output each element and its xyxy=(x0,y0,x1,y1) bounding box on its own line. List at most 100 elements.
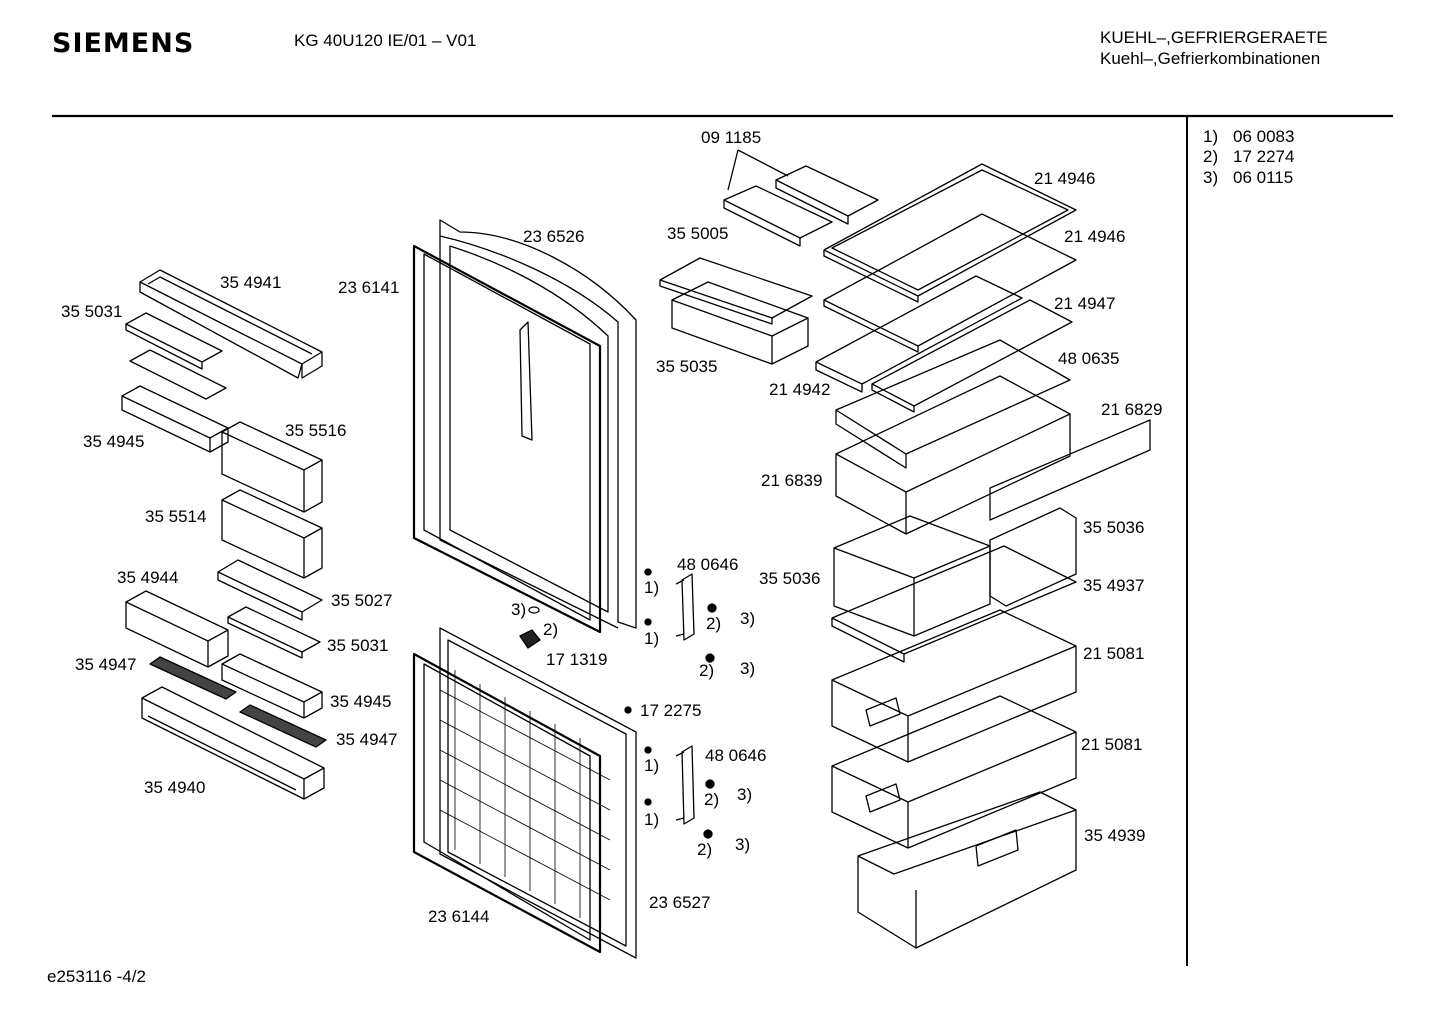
dairy-box-355035 xyxy=(672,282,808,364)
bottle-box-355516 xyxy=(222,422,322,512)
freezer-door-236527 xyxy=(440,628,636,958)
ref-callout-1: 1) xyxy=(644,578,660,597)
legend-key-3: 3) xyxy=(1203,168,1219,187)
legend-part-3: 06 0115 xyxy=(1233,168,1294,187)
dairy-lid-355005 xyxy=(660,258,812,324)
document-id: e253116 -4/2 xyxy=(47,967,146,986)
shelf-frame-216839 xyxy=(836,376,1070,534)
part-label-354940: 35 4940 xyxy=(144,778,206,797)
ref-callout-3: 3) xyxy=(740,659,756,678)
door-gasket-236141 xyxy=(414,246,600,632)
part-label-172275: 17 2275 xyxy=(640,701,702,720)
freezer-drawer-354939 xyxy=(858,792,1076,948)
ref-callout-2: 2) xyxy=(704,790,720,809)
part-label-236526: 23 6526 xyxy=(523,227,585,246)
screws xyxy=(625,569,716,838)
door-shelf-354945-bottom xyxy=(222,654,322,718)
part-label-236141: 23 6141 xyxy=(338,278,400,297)
shelf-214942 xyxy=(816,276,1022,392)
part-label-355036-a: 35 5036 xyxy=(1083,518,1145,537)
ref-callout-2: 2) xyxy=(543,620,559,639)
part-label-236527: 23 6527 xyxy=(649,893,711,912)
bottle-clip-354947-top xyxy=(150,657,236,699)
part-label-216829: 21 6829 xyxy=(1101,400,1163,419)
legend-part-1: 06 0083 xyxy=(1233,127,1295,146)
legend-key-1: 1) xyxy=(1203,127,1219,146)
part-label-355027: 35 5027 xyxy=(331,591,393,610)
legend-part-2: 17 2274 xyxy=(1233,147,1295,166)
part-label-215081-a: 21 5081 xyxy=(1083,644,1145,663)
part-label-354947-a: 35 4947 xyxy=(75,655,137,674)
part-label-354937: 35 4937 xyxy=(1083,576,1145,595)
crisper-355036-right xyxy=(990,508,1076,606)
lid-355027 xyxy=(218,560,322,620)
model-number: KG 40U120 IE/01 – V01 xyxy=(294,31,477,50)
ref-callout-1: 1) xyxy=(644,756,660,775)
part-label-354944: 35 4944 xyxy=(117,568,179,587)
cover-480635 xyxy=(836,340,1070,468)
ref-callout-3: 3) xyxy=(735,835,751,854)
part-label-480635: 48 0635 xyxy=(1058,349,1120,368)
part-label-480646-a: 48 0646 xyxy=(677,555,739,574)
part-label-214942: 21 4942 xyxy=(769,380,831,399)
ice-tray-091185-a xyxy=(724,186,832,246)
part-label-354945-b: 35 4945 xyxy=(330,692,392,711)
part-label-171319: 17 1319 xyxy=(546,650,608,669)
part-label-214947: 21 4947 xyxy=(1054,294,1116,313)
part-label-355036-b: 35 5036 xyxy=(759,569,821,588)
ref-callout-1: 1) xyxy=(644,810,660,829)
ref-callout-3: 3) xyxy=(511,600,527,619)
part-label-236144: 23 6144 xyxy=(428,907,490,926)
egg-tray-355031-bottom xyxy=(228,607,320,658)
part-label-355516: 35 5516 xyxy=(285,421,347,440)
category-title: KUEHL–,GEFRIERGERAETE xyxy=(1100,28,1328,47)
handle-480646-top xyxy=(676,574,694,640)
glass-cover-354937 xyxy=(832,546,1076,662)
freezer-gasket-236144 xyxy=(414,654,600,952)
egg-tray-355031-top xyxy=(126,313,222,369)
part-label-354939: 35 4939 xyxy=(1084,826,1146,845)
part-label-354947-b: 35 4947 xyxy=(336,730,398,749)
part-label-216839: 21 6839 xyxy=(761,471,823,490)
ref-callout-1: 1) xyxy=(644,629,660,648)
bottle-clip-354947-bottom xyxy=(240,705,326,747)
part-label-214946-b: 21 4946 xyxy=(1064,227,1126,246)
part-label-354941: 35 4941 xyxy=(220,273,282,292)
glass-shelf-214946-top xyxy=(824,164,1076,302)
part-label-355005: 35 5005 xyxy=(667,224,729,243)
shelf-insert xyxy=(130,350,226,399)
ref-callout-2: 2) xyxy=(697,840,713,859)
part-label-480646-b: 48 0646 xyxy=(705,746,767,765)
category-subtitle: Kuehl–,Gefrierkombinationen xyxy=(1100,49,1321,68)
crisper-355036-left xyxy=(834,516,990,636)
part-label-355031-b: 35 5031 xyxy=(327,636,389,655)
glass-shelf-214946-mid xyxy=(824,214,1076,352)
ref-callout-2: 2) xyxy=(699,661,715,680)
part-label-355035: 35 5035 xyxy=(656,357,718,376)
door-handle-recess xyxy=(520,322,532,440)
legend-key-2: 2) xyxy=(1203,147,1219,166)
shelf-214947 xyxy=(872,300,1072,412)
bottle-box-355514 xyxy=(222,490,322,578)
brand-logo: SIEMENS xyxy=(52,28,195,59)
part-label-214946-a: 21 4946 xyxy=(1034,169,1096,188)
door-shelf-354940 xyxy=(142,687,324,799)
freezer-drawer-215081-bottom xyxy=(832,696,1076,848)
handle-480646-bottom xyxy=(676,746,694,824)
part-label-215081-b: 21 5081 xyxy=(1081,735,1143,754)
part-label-355514: 35 5514 xyxy=(145,507,207,526)
door-shelf-354941 xyxy=(140,270,322,378)
part-label-355031-a: 35 5031 xyxy=(61,302,123,321)
freezer-door-dimple-pattern xyxy=(440,670,610,918)
ref-callout-3: 3) xyxy=(737,785,753,804)
ref-callout-3: 3) xyxy=(740,609,756,628)
door-shelf-354944 xyxy=(126,591,228,667)
freezer-drawer-215081-top xyxy=(832,610,1076,762)
fridge-door-236526 xyxy=(440,220,636,628)
ice-tray-091185-b xyxy=(776,166,878,224)
ref-callout-2: 2) xyxy=(706,614,722,633)
part-label-354945-a: 35 4945 xyxy=(83,432,145,451)
part-label-091185: 09 1185 xyxy=(701,128,762,147)
